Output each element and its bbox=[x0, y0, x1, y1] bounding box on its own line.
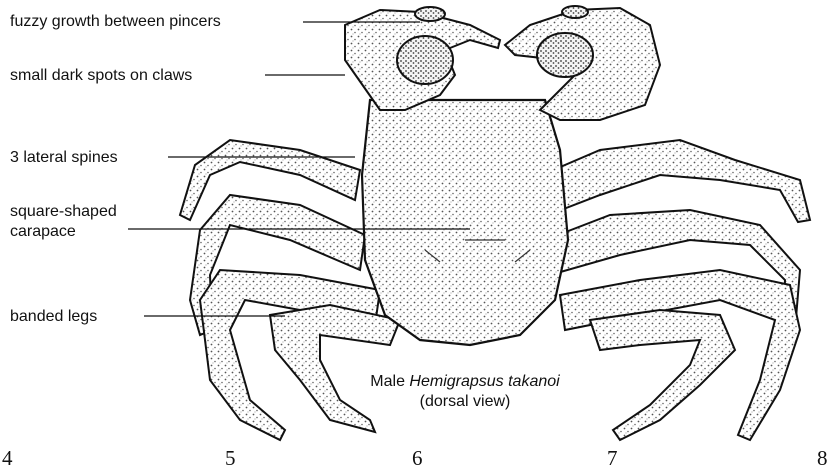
right-legs bbox=[530, 140, 810, 440]
carapace bbox=[362, 100, 568, 345]
leg-number-6: 6 bbox=[412, 446, 423, 471]
caption-species: Hemigrapsus takanoi bbox=[409, 373, 559, 390]
right-claw-spot bbox=[537, 33, 593, 77]
label-lateral-spines: 3 lateral spines bbox=[10, 148, 118, 167]
left-claw-spot bbox=[397, 36, 453, 84]
right-fuzzy-tuft bbox=[562, 6, 588, 18]
label-banded-legs: banded legs bbox=[10, 307, 97, 326]
right-leg-3 bbox=[560, 270, 800, 440]
label-carapace-line2: carapace bbox=[10, 222, 76, 241]
label-carapace-line1: square-shaped bbox=[10, 202, 117, 221]
left-leg-4 bbox=[270, 305, 400, 432]
leg-number-4: 4 bbox=[2, 446, 13, 471]
caption-prefix: Male bbox=[370, 373, 409, 390]
right-leg-4 bbox=[590, 310, 735, 440]
figure-caption: Male Hemigrapsus takanoi (dorsal view) bbox=[370, 372, 560, 412]
leg-number-5: 5 bbox=[225, 446, 236, 471]
label-fuzzy-growth: fuzzy growth between pincers bbox=[10, 12, 221, 31]
caption-view: (dorsal view) bbox=[370, 392, 560, 412]
label-dark-spots: small dark spots on claws bbox=[10, 66, 192, 85]
left-fuzzy-tuft bbox=[415, 7, 445, 21]
leg-number-7: 7 bbox=[607, 446, 618, 471]
right-leg-1 bbox=[530, 140, 810, 222]
leg-number-8: 8 bbox=[817, 446, 828, 471]
caption-title: Male Hemigrapsus takanoi bbox=[370, 372, 560, 392]
